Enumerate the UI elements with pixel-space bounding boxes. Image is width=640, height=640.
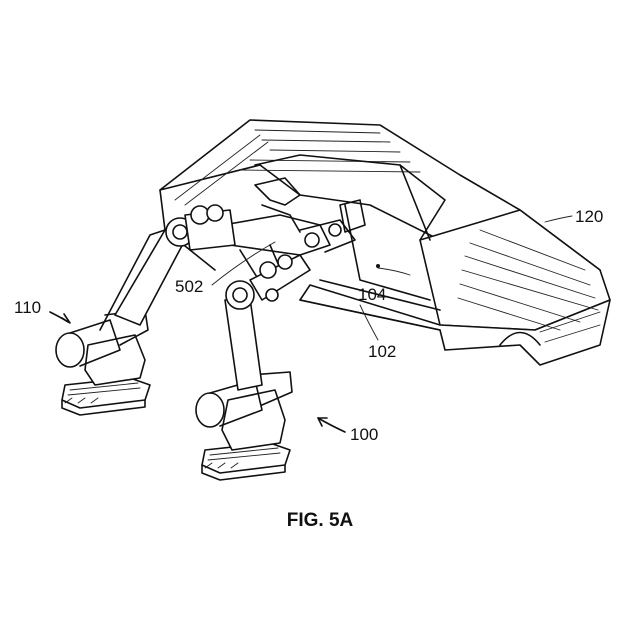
ref-502: 502	[175, 277, 203, 296]
figure-caption: FIG. 5A	[287, 510, 354, 531]
robot-100	[196, 255, 310, 480]
ref-110: 110	[14, 298, 41, 317]
robot-110	[56, 205, 235, 415]
ref-100: 100	[350, 425, 378, 444]
ref-102: 102	[368, 342, 396, 361]
ref-104: 104	[358, 285, 386, 304]
ref-120: 120	[575, 207, 603, 226]
